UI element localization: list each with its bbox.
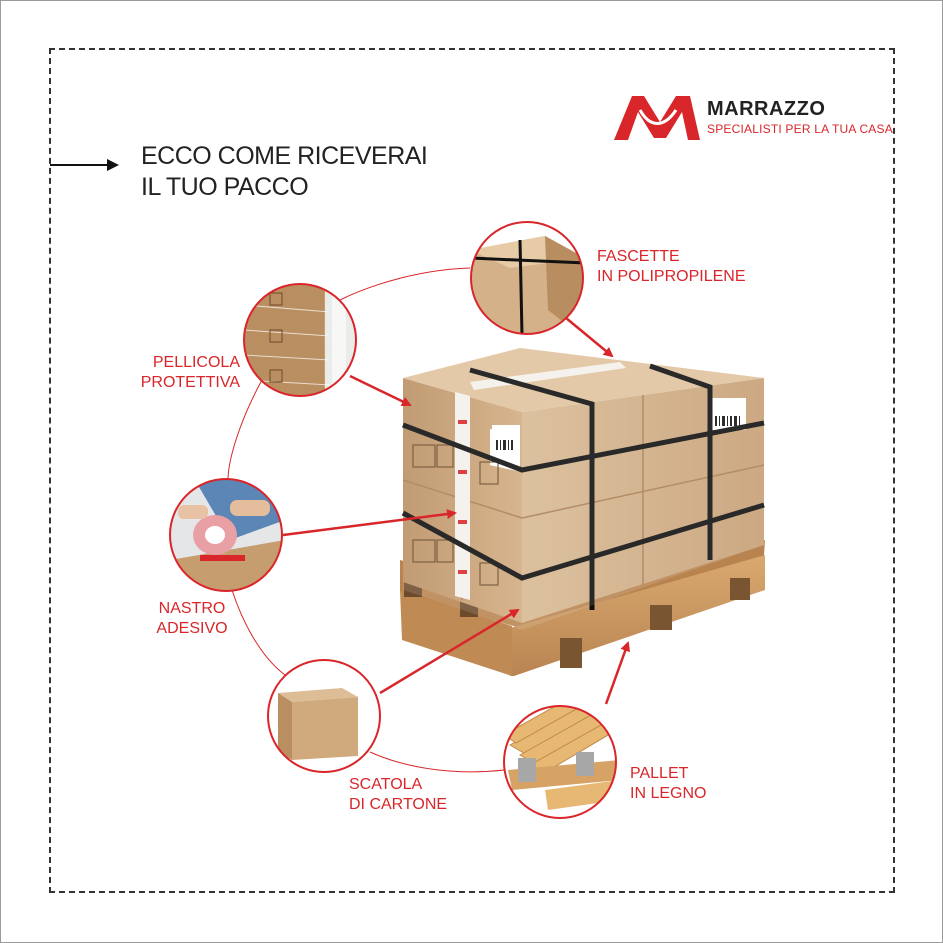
arrow-to-tape bbox=[282, 509, 457, 537]
brand-name: MARRAZZO bbox=[707, 98, 826, 120]
callout-label-line: PELLICOLA bbox=[152, 354, 240, 371]
arrow-to-strap bbox=[565, 317, 614, 358]
pallet-with-boxes bbox=[400, 348, 765, 676]
m-logo-icon bbox=[614, 96, 700, 140]
callout-label-pellicola: PELLICOLA PROTETTIVA bbox=[130, 353, 240, 393]
callout-label-line: PALLET bbox=[630, 765, 689, 782]
connector-arc bbox=[339, 267, 471, 301]
film-detail-image bbox=[243, 283, 357, 397]
callout-arrows bbox=[282, 317, 630, 705]
callout-label-scatola: SCATOLA DI CARTONE bbox=[349, 775, 447, 815]
arrow-to-pallet bbox=[604, 641, 630, 705]
brand-tagline: SPECIALISTI PER LA TUA CASA bbox=[707, 122, 893, 136]
carton-detail-image bbox=[267, 659, 381, 773]
connector-arc bbox=[231, 589, 286, 676]
connector-arc bbox=[227, 379, 263, 481]
callout-label-line: IN LEGNO bbox=[630, 785, 707, 802]
tape-detail-image bbox=[169, 478, 283, 592]
callout-label-line: SCATOLA bbox=[349, 776, 423, 793]
headline-line-1: ECCO COME RICEVERAI bbox=[141, 142, 428, 170]
headline-line-2: IL TUO PACCO bbox=[141, 173, 309, 201]
callout-label-line: DI CARTONE bbox=[349, 796, 448, 813]
arrow-to-film bbox=[349, 374, 412, 407]
callout-label-line: NASTRO bbox=[158, 600, 226, 617]
callout-label-line: FASCETTE bbox=[597, 248, 680, 265]
callout-label-line: ADESIVO bbox=[156, 620, 228, 637]
strapping-bands bbox=[401, 363, 765, 610]
callout-label-line: PROTETTIVA bbox=[140, 374, 240, 391]
callout-label-pallet: PALLET IN LEGNO bbox=[630, 764, 706, 804]
callout-label-fascette: FASCETTE IN POLIPROPILENE bbox=[597, 247, 746, 287]
strap-detail-image bbox=[470, 221, 584, 335]
headline: ECCO COME RICEVERAI IL TUO PACCO bbox=[141, 141, 428, 203]
arrow-to-carton bbox=[379, 608, 520, 695]
dashed-border bbox=[49, 48, 895, 893]
callout-label-line: IN POLIPROPILENE bbox=[597, 268, 746, 285]
callout-label-nastro: NASTRO ADESIVO bbox=[140, 599, 244, 639]
pallet-detail-image bbox=[503, 705, 617, 819]
connector-arc bbox=[369, 751, 505, 773]
